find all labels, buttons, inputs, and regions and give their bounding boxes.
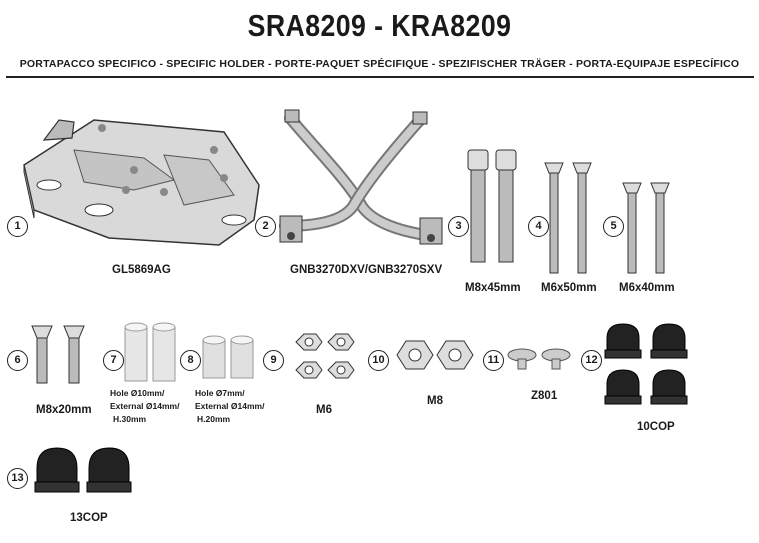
part-number-5: 5 (603, 216, 624, 237)
plug-z801-illustration (507, 348, 571, 370)
part-number-13: 13 (7, 468, 28, 489)
divider (6, 76, 754, 78)
part-label-3: M8x45mm (465, 282, 521, 294)
part-number-3: 3 (448, 216, 469, 237)
part-label-9: M6 (316, 404, 332, 416)
part-number-9: 9 (263, 350, 284, 371)
bracket-illustration (279, 109, 443, 245)
nut-m6-illustration (295, 333, 355, 379)
part-label-7-line-1: Hole Ø10mm/ (110, 388, 165, 398)
part-label-13: 13COP (70, 512, 108, 524)
rack-plate-illustration (23, 119, 260, 246)
part-label-7-line-2: External Ø14mm/ (110, 401, 180, 411)
part-number-8: 8 (180, 350, 201, 371)
part-label-8-line-1: Hole Ø7mm/ (195, 388, 245, 398)
part-label-2: GNB3270DXV/GNB3270SXV (290, 264, 443, 276)
part-number-4: 4 (528, 216, 549, 237)
part-label-6: M8x20mm (36, 404, 92, 416)
page-title: SRA8209 - KRA8209 (247, 8, 512, 43)
part-label-10: M8 (427, 395, 443, 407)
bolt-m8x20-illustration (31, 325, 85, 384)
part-label-7-line-3: H.30mm (113, 414, 147, 424)
part-number-7: 7 (103, 350, 124, 371)
bolt-m6x50-illustration (544, 162, 592, 274)
part-label-8-line-3: H.20mm (197, 414, 231, 424)
bolt-m6x40-illustration (622, 182, 670, 274)
page-subtitle: PORTAPACCO SPECIFICO - SPECIFIC HOLDER -… (19, 58, 740, 70)
part-label-5: M6x40mm (619, 282, 675, 294)
part-number-12: 12 (581, 350, 602, 371)
cap-13cop-illustration (34, 447, 132, 493)
cap-10cop-illustration (604, 323, 688, 405)
part-label-1: GL5869AG (112, 264, 171, 276)
part-label-12: 10COP (637, 421, 675, 433)
part-number-2: 2 (255, 216, 276, 237)
spacer-20mm-illustration (202, 335, 254, 379)
part-number-11: 11 (483, 350, 504, 371)
spacer-30mm-illustration (124, 322, 176, 382)
part-number-6: 6 (7, 350, 28, 371)
part-number-1: 1 (7, 216, 28, 237)
nut-m8-illustration (396, 340, 474, 370)
bolt-m8x45-illustration (467, 149, 517, 263)
part-number-10: 10 (368, 350, 389, 371)
part-label-8-line-2: External Ø14mm/ (195, 401, 265, 411)
part-label-4: M6x50mm (541, 282, 597, 294)
part-label-11: Z801 (531, 390, 558, 402)
